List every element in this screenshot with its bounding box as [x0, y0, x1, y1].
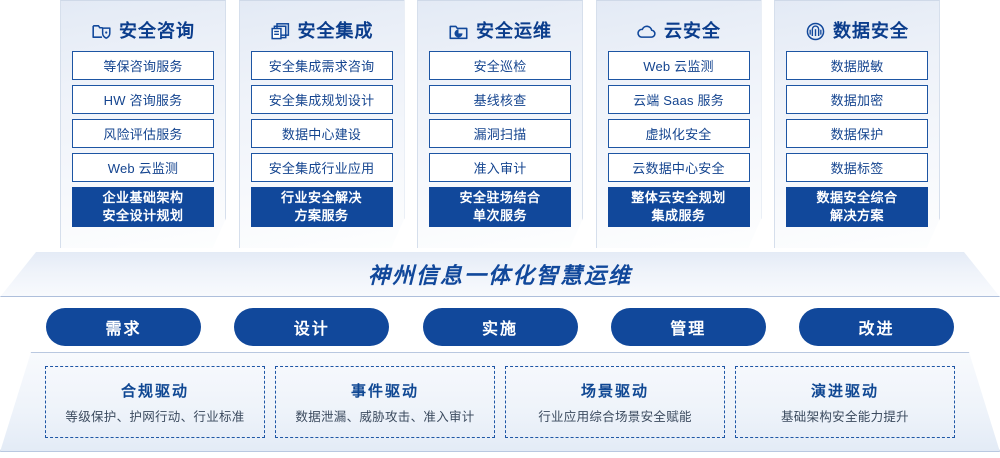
driver-subtitle: 基础架构安全能力提升 — [780, 409, 909, 424]
driver-subtitle: 等级保护、护网行动、行业标准 — [65, 409, 245, 424]
service-item[interactable]: 漏洞扫描 — [429, 119, 571, 148]
service-item[interactable]: Web 云监测 — [607, 51, 750, 80]
driver-subtitle: 行业应用综合场景安全赋能 — [538, 409, 692, 424]
highlight-line: 企业基础架构 — [102, 190, 184, 205]
stacked-documents-icon — [270, 22, 289, 39]
pillar-title: 数据安全 — [833, 21, 909, 41]
service-item[interactable]: 安全巡检 — [429, 51, 571, 80]
pillar-title: 安全咨询 — [119, 21, 195, 41]
fingerprint-icon — [806, 22, 825, 40]
highlight-line: 解决方案 — [829, 208, 884, 223]
lifecycle-pill-row: 需求 设计 实施 管理 改进 — [0, 308, 1000, 346]
service-item[interactable]: 云数据中心安全 — [607, 153, 750, 182]
highlight-line: 整体云安全规划 — [631, 190, 726, 205]
highlight-line: 方案服务 — [294, 208, 349, 223]
driver-card-scenario[interactable]: 场景驱动 行业应用综合场景安全赋能 — [505, 366, 725, 438]
lifecycle-pill-requirements[interactable]: 需求 — [46, 308, 201, 346]
service-item[interactable]: 数据脱敏 — [786, 51, 928, 80]
folder-shield-icon — [92, 24, 111, 39]
driver-card-compliance[interactable]: 合规驱动 等级保护、护网行动、行业标准 — [45, 366, 265, 438]
pillar-title: 安全运维 — [476, 21, 552, 41]
pillar-header: 安全集成 — [251, 11, 393, 51]
driver-title: 事件驱动 — [350, 382, 419, 400]
driver-title: 场景驱动 — [580, 382, 649, 400]
service-item[interactable]: 安全集成规划设计 — [250, 85, 393, 114]
folder-chart-icon — [449, 25, 468, 39]
highlight-line: 安全设计规划 — [102, 208, 184, 223]
service-item[interactable]: Web 云监测 — [72, 153, 214, 182]
service-item[interactable]: HW 咨询服务 — [72, 85, 214, 114]
service-item[interactable]: 虚拟化安全 — [607, 119, 750, 148]
cloud-icon — [637, 25, 656, 38]
pillar-card-security-consulting[interactable]: 安全咨询 等保咨询服务 HW 咨询服务 风险评估服务 Web 云监测 企业基础架… — [60, 0, 226, 248]
pillar-highlight-box[interactable]: 企业基础架构 安全设计规划 — [72, 187, 214, 227]
driver-title: 合规驱动 — [120, 382, 189, 400]
pillar-card-data-security[interactable]: 数据安全 数据脱敏 数据加密 数据保护 数据标签 数据安全综合 解决方案 — [774, 0, 940, 248]
driver-subtitle: 数据泄漏、威胁攻击、准入审计 — [295, 409, 475, 424]
pillar-header: 安全运维 — [429, 11, 571, 51]
service-item[interactable]: 安全集成需求咨询 — [250, 51, 393, 80]
pillar-header: 安全咨询 — [72, 11, 214, 51]
driver-card-evolution[interactable]: 演进驱动 基础架构安全能力提升 — [735, 366, 955, 438]
service-item[interactable]: 数据标签 — [786, 153, 928, 182]
pillar-card-row: 安全咨询 等保咨询服务 HW 咨询服务 风险评估服务 Web 云监测 企业基础架… — [60, 0, 940, 248]
service-item[interactable]: 基线核查 — [429, 85, 571, 114]
driver-title: 演进驱动 — [810, 382, 879, 400]
pillar-highlight-box[interactable]: 安全驻场结合 单次服务 — [429, 187, 571, 227]
pillar-card-security-operations[interactable]: 安全运维 安全巡检 基线核查 漏洞扫描 准入审计 安全驻场结合 单次服务 — [417, 0, 583, 248]
service-item[interactable]: 风险评估服务 — [72, 119, 214, 148]
pillar-highlight-box[interactable]: 整体云安全规划 集成服务 — [607, 187, 750, 227]
platform-banner-title: 神州信息一体化智慧运维 — [367, 263, 632, 288]
service-item[interactable]: 云端 Saas 服务 — [607, 85, 750, 114]
pillar-highlight-box[interactable]: 行业安全解决 方案服务 — [250, 187, 393, 227]
highlight-line: 安全驻场结合 — [459, 190, 541, 205]
highlight-line: 单次服务 — [472, 208, 527, 223]
driver-row: 合规驱动 等级保护、护网行动、行业标准 事件驱动 数据泄漏、威胁攻击、准入审计 … — [0, 352, 1000, 452]
lifecycle-pill-design[interactable]: 设计 — [234, 308, 390, 346]
highlight-line: 数据安全综合 — [816, 190, 898, 205]
service-item[interactable]: 数据加密 — [786, 85, 928, 114]
lifecycle-pill-improvement[interactable]: 改进 — [799, 308, 954, 346]
pillar-card-security-integration[interactable]: 安全集成 安全集成需求咨询 安全集成规划设计 数据中心建设 安全集成行业应用 行… — [238, 0, 405, 248]
platform-banner: 神州信息一体化智慧运维 — [0, 252, 1000, 297]
pillar-title: 云安全 — [664, 21, 721, 41]
highlight-line: 行业安全解决 — [280, 190, 362, 205]
driver-card-incident[interactable]: 事件驱动 数据泄漏、威胁攻击、准入审计 — [275, 366, 495, 438]
lifecycle-pill-implementation[interactable]: 实施 — [422, 308, 578, 346]
pillar-header: 数据安全 — [786, 11, 928, 51]
pillar-highlight-box[interactable]: 数据安全综合 解决方案 — [786, 187, 928, 227]
service-item[interactable]: 准入审计 — [429, 153, 571, 182]
lifecycle-pill-management[interactable]: 管理 — [610, 308, 766, 346]
highlight-line: 集成服务 — [651, 208, 706, 223]
service-item[interactable]: 等保咨询服务 — [72, 51, 214, 80]
service-item[interactable]: 数据中心建设 — [250, 119, 393, 148]
pillar-card-cloud-security[interactable]: 云安全 Web 云监测 云端 Saas 服务 虚拟化安全 云数据中心安全 整体云… — [595, 0, 762, 248]
service-item[interactable]: 安全集成行业应用 — [250, 153, 393, 182]
service-item[interactable]: 数据保护 — [786, 119, 928, 148]
pillar-title: 安全集成 — [297, 21, 374, 41]
pillar-header: 云安全 — [608, 11, 750, 51]
